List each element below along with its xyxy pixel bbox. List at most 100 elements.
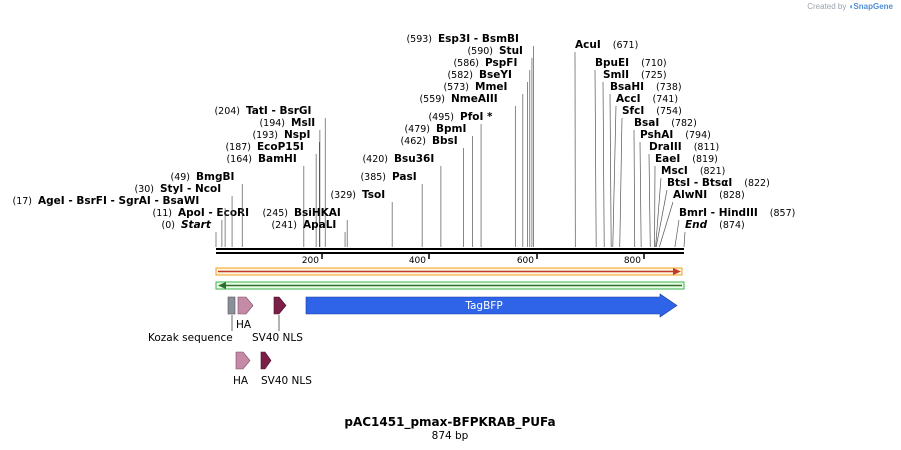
ha-arrow-icon[interactable] xyxy=(235,351,251,370)
nls-arrow-icon[interactable] xyxy=(260,351,272,370)
site-bsahi[interactable]: BsaHI(738) xyxy=(609,81,682,248)
site-pasi[interactable]: PasI(385) xyxy=(360,171,423,247)
site-position: (857) xyxy=(770,208,796,219)
site-label[interactable]: AcuI xyxy=(575,39,601,51)
site-draiii[interactable]: DraIII (811) xyxy=(648,141,720,248)
site-position: (329) xyxy=(330,190,356,201)
ruler-label-200: 200 xyxy=(302,256,319,266)
site-position: (204) xyxy=(214,106,240,117)
site-tsoi[interactable]: TsoI (329) xyxy=(330,189,393,247)
site-sfci[interactable]: SfcI(754) xyxy=(619,105,682,248)
site-pspfi[interactable]: PspFI(586) xyxy=(453,57,531,247)
site-acci[interactable]: AccI(741) xyxy=(612,93,678,248)
site-eaei[interactable]: EaeI(819) xyxy=(654,153,718,248)
site-label[interactable]: SmlI xyxy=(603,69,629,81)
site-label[interactable]: EaeI xyxy=(655,153,680,165)
site-label[interactable]: BamHI xyxy=(258,153,297,165)
site-pshai[interactable]: PshAI(794) xyxy=(639,129,711,248)
site-line xyxy=(674,219,680,248)
site-label[interactable]: AlwNI xyxy=(673,189,707,201)
site-position: (811) xyxy=(694,142,720,153)
site-bpuei[interactable]: BpuEI (710) xyxy=(594,57,667,248)
site-label[interactable]: BsiHKAI xyxy=(294,207,341,219)
site-label[interactable]: MslI xyxy=(291,117,315,129)
site-acui[interactable]: AcuI(671) xyxy=(574,39,638,248)
site-end[interactable]: End(874) xyxy=(683,219,745,248)
site-bmri[interactable]: BmrI - HindIII (857) xyxy=(674,207,796,248)
feature-sv40-nls-1[interactable]: SV40 NLS xyxy=(252,296,303,344)
site-label[interactable]: Start xyxy=(181,219,212,231)
site-ecop15i[interactable]: EcoP15I(187) xyxy=(225,141,317,247)
site-label[interactable]: MscI xyxy=(661,165,688,177)
site-label[interactable]: PfoI * xyxy=(460,111,493,123)
site-msci[interactable]: MscI(821) xyxy=(655,165,726,248)
site-label[interactable]: BtsI - BtsαI xyxy=(667,177,732,189)
site-bmgbi[interactable]: BmgBI(49) xyxy=(170,171,243,247)
ha-arrow-icon[interactable] xyxy=(237,296,254,315)
site-position: (710) xyxy=(641,58,667,69)
site-smli[interactable]: SmlI(725) xyxy=(602,69,667,248)
site-label[interactable]: ApoI - EcoRI xyxy=(178,207,249,219)
site-stui[interactable]: StuI(590) xyxy=(467,45,533,247)
site-label[interactable]: PasI xyxy=(392,171,417,183)
site-pfoi[interactable]: PfoI *(495) xyxy=(428,111,493,247)
site-btsi[interactable]: BtsI - BtsαI(822) xyxy=(655,177,770,248)
tagbfp-arrow-icon[interactable] xyxy=(305,293,678,318)
site-mmei[interactable]: MmeI(573) xyxy=(443,81,524,247)
site-label[interactable]: PshAI xyxy=(640,129,673,141)
feature-tagbfp[interactable]: TagBFP xyxy=(305,293,678,318)
site-alwni[interactable]: AlwNI(828) xyxy=(659,189,745,248)
site-agei[interactable]: AgeI - BsrFI - SgrAI - BsaWI(17) xyxy=(12,195,226,247)
site-label[interactable]: TatI - BsrGI xyxy=(246,105,311,117)
feature-ha-2[interactable]: HA xyxy=(233,351,251,387)
site-bsihkai[interactable]: BsiHKAI(245) xyxy=(262,207,348,247)
feature-kozak[interactable]: Kozak sequence xyxy=(148,296,236,344)
site-label[interactable]: Bsu36I xyxy=(394,153,434,165)
site-start[interactable]: Start(0) xyxy=(162,219,217,247)
site-label[interactable]: AgeI - BsrFI - SgrAI - BsaWI xyxy=(38,195,199,207)
site-styi[interactable]: StyI - NcoI(30) xyxy=(134,183,233,247)
site-label[interactable]: NmeAIII xyxy=(451,93,498,105)
site-nspi[interactable]: NspI(193) xyxy=(252,129,320,247)
site-line xyxy=(633,129,636,248)
site-apali[interactable]: ApaLI(241) xyxy=(271,219,346,247)
site-bpmi[interactable]: BpmI(479) xyxy=(404,123,473,247)
site-line xyxy=(609,93,612,248)
kozak-box[interactable] xyxy=(227,296,236,315)
site-label[interactable]: StuI xyxy=(499,45,523,57)
site-label[interactable]: BmgBI xyxy=(196,171,234,183)
site-bsu36i[interactable]: Bsu36I(420) xyxy=(362,153,442,247)
site-label[interactable]: DraIII xyxy=(649,141,682,153)
site-label[interactable]: BsaHI xyxy=(610,81,644,93)
site-label[interactable]: StyI - NcoI xyxy=(160,183,221,195)
feature-sv40-nls-2[interactable]: SV40 NLS xyxy=(260,351,312,387)
nls-arrow-icon[interactable] xyxy=(273,296,287,315)
site-label[interactable]: Esp3I - BsmBI xyxy=(438,33,519,45)
site-label[interactable]: BseYI xyxy=(479,69,512,81)
site-label[interactable]: ApaLI xyxy=(303,219,336,231)
site-label[interactable]: BmrI - HindIII xyxy=(679,207,758,219)
site-label[interactable]: End xyxy=(685,219,708,231)
site-label[interactable]: BsaI xyxy=(634,117,659,129)
site-label[interactable]: BbsI xyxy=(432,135,458,147)
site-label[interactable]: EcoP15I xyxy=(257,141,304,153)
site-bbsi[interactable]: BbsI(462) xyxy=(400,135,464,247)
site-bamhi[interactable]: BamHI(164) xyxy=(226,153,305,247)
site-tati[interactable]: TatI - BsrGI (204) xyxy=(214,105,326,247)
feature-ha-1[interactable]: HA xyxy=(236,296,254,331)
site-label[interactable]: PspFI xyxy=(485,57,517,69)
site-label[interactable]: SfcI xyxy=(622,105,644,117)
site-label[interactable]: BpuEI xyxy=(595,57,629,69)
site-esp3i[interactable]: Esp3I - BsmBI(593) xyxy=(406,33,534,247)
credit-prefix: Created by xyxy=(807,2,847,11)
site-apoi[interactable]: ApoI - EcoRI(11) xyxy=(152,207,249,247)
site-label[interactable]: MmeI xyxy=(475,81,507,93)
site-label[interactable]: TsoI xyxy=(362,189,385,201)
site-bsai[interactable]: BsaI(782) xyxy=(633,117,697,248)
site-msli[interactable]: MslI(194) xyxy=(259,117,321,247)
site-label[interactable]: AccI xyxy=(616,93,640,105)
site-bseyi[interactable]: BseYI(582) xyxy=(447,69,528,247)
site-label[interactable]: NspI xyxy=(284,129,310,141)
site-label[interactable]: BpmI xyxy=(436,123,466,135)
site-nmeaiii[interactable]: NmeAIII(559) xyxy=(419,93,516,247)
